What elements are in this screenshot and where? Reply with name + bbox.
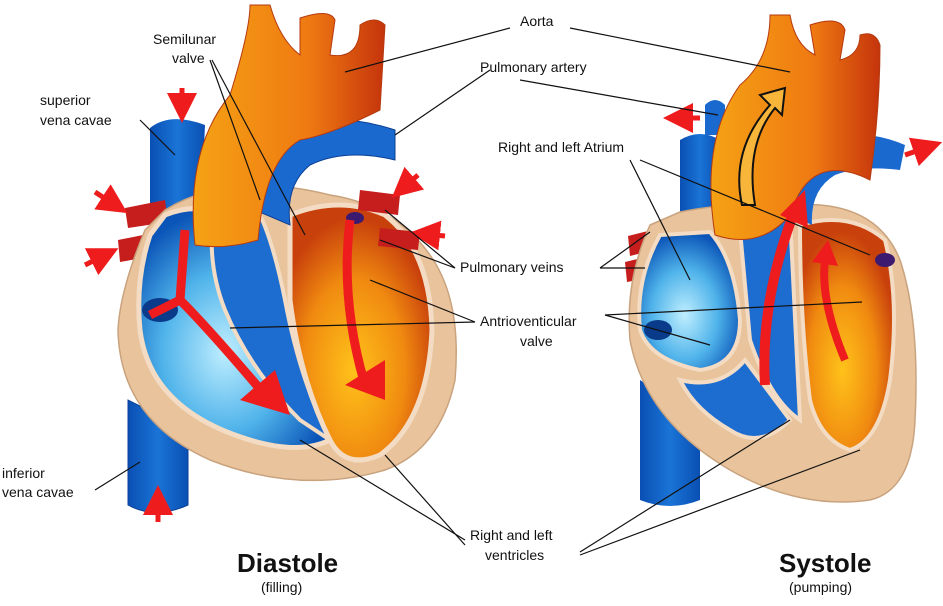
systole-heart xyxy=(625,14,943,506)
inflow-arrow-lv2 xyxy=(83,248,119,276)
label-semilunar-1: Semilunar xyxy=(153,31,216,47)
sys-valve-2 xyxy=(875,253,895,267)
label-pulmonary-artery: Pulmonary artery xyxy=(480,59,587,75)
systole-subtitle: (pumping) xyxy=(789,579,852,595)
sys-arrow-right xyxy=(759,208,800,386)
label-ventricles-1: Right and left xyxy=(470,527,553,543)
sys-arrow-right-head xyxy=(780,190,808,228)
sys-arrow-left xyxy=(820,259,849,362)
inflow-arrow-rv1 xyxy=(391,166,425,198)
label-aorta: Aorta xyxy=(520,13,554,29)
sys-out-arrow-right xyxy=(904,137,943,167)
inflow-arrow-rv2 xyxy=(410,220,446,251)
label-av-1: Antrioventicular xyxy=(480,313,577,329)
label-superior-2: vena cavae xyxy=(40,112,112,128)
sys-superior-vena-cava xyxy=(680,134,720,225)
labels: Aorta Semilunar valve Pulmonary artery s… xyxy=(2,13,872,595)
leader-lines xyxy=(94,27,871,556)
label-ventricles-2: ventricles xyxy=(485,547,544,563)
label-inferior-1: inferior xyxy=(2,465,45,481)
label-semilunar-2: valve xyxy=(172,50,205,66)
systole-title: Systole xyxy=(779,548,872,578)
diastole-heart xyxy=(83,4,457,522)
label-av-2: valve xyxy=(520,333,553,349)
diastole-left-chamber xyxy=(287,202,435,463)
label-inferior-2: vena cavae xyxy=(2,484,74,500)
diastole-arrow-head-2 xyxy=(345,360,385,400)
label-superior-1: superior xyxy=(40,92,91,108)
inflow-arrow-lv1 xyxy=(93,184,128,214)
pulmonary-vein-right-1 xyxy=(358,190,400,215)
diastole-arrow-left xyxy=(342,219,370,387)
label-atrium: Right and left Atrium xyxy=(498,139,624,155)
systole-right-chamber xyxy=(637,229,743,373)
label-pulmonary-veins: Pulmonary veins xyxy=(460,259,564,275)
sys-arrow-left-head xyxy=(812,240,838,266)
diastole-subtitle: (filling) xyxy=(261,579,302,595)
pulmonary-vein-right-2 xyxy=(378,228,420,250)
diastole-title: Diastole xyxy=(237,548,338,578)
aorta xyxy=(192,4,386,248)
diastole-arrow-head-1 xyxy=(240,370,290,415)
diastole-arrow-right-2 xyxy=(176,296,269,398)
sys-aorta-arrow xyxy=(738,86,787,206)
